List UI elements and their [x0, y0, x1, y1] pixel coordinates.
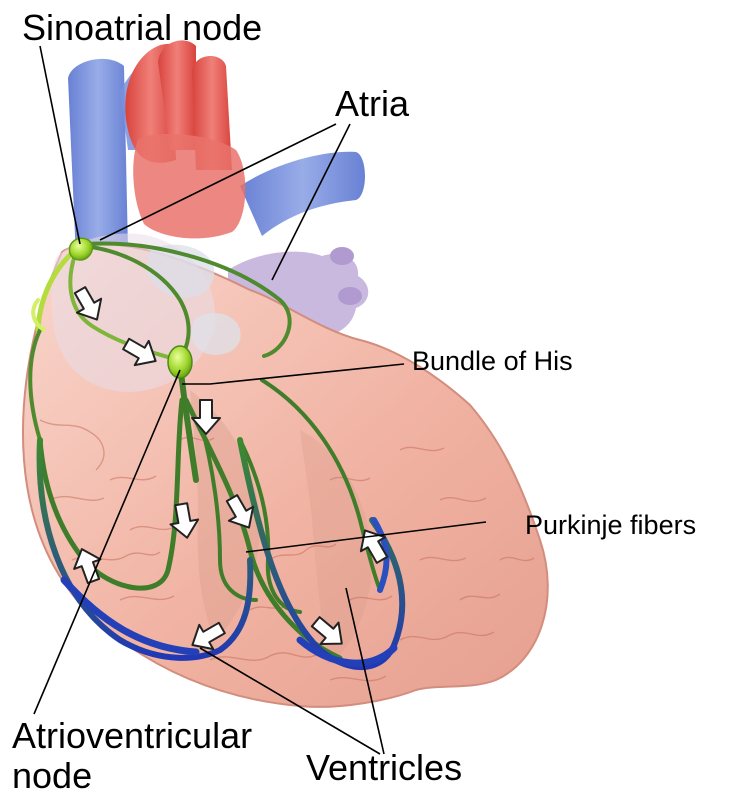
pulmonary-artery: [240, 152, 365, 236]
label-atrioventricular-line1: Atrioventricular: [12, 716, 252, 756]
label-ventricles: Ventricles: [306, 750, 462, 786]
ascending-aorta: [133, 134, 245, 238]
label-sinoatrial-node: Sinoatrial node: [22, 10, 262, 46]
label-bundle-of-his: Bundle of His: [412, 348, 573, 375]
sinoatrial-node: [69, 238, 92, 260]
label-atrioventricular-line2: node: [12, 756, 252, 796]
label-atrioventricular-node: Atrioventricular node: [12, 716, 252, 797]
label-purkinje-fibers: Purkinje fibers: [525, 512, 696, 539]
label-atria: Atria: [335, 86, 409, 122]
atrioventricular-node: [168, 346, 192, 378]
